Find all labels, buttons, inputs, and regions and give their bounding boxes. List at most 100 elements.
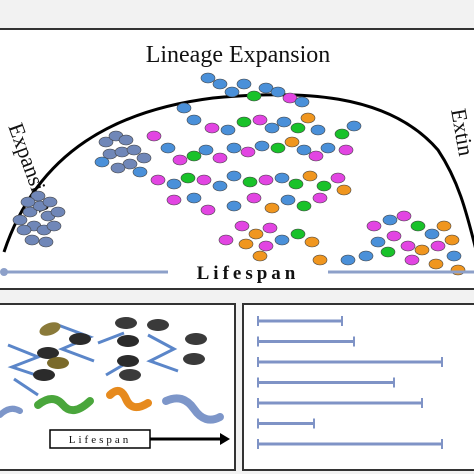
lineage-dot	[236, 78, 252, 90]
diagram-title: Lineage Expansion	[146, 42, 331, 68]
lineage-dot	[180, 172, 196, 184]
lineage-dot	[444, 234, 460, 246]
lineage-dot	[246, 90, 262, 102]
lineage-dot	[366, 220, 382, 232]
lineage-dot	[226, 170, 242, 182]
lifespan-small-label: Lifespan	[69, 434, 131, 446]
lineage-dot	[226, 200, 242, 212]
lineage-dot	[424, 228, 440, 240]
lineage-dot	[414, 244, 430, 256]
lineage-dot	[42, 196, 58, 208]
lineage-dot	[160, 142, 176, 154]
worm-squiggle-green	[34, 395, 94, 415]
lineage-dot	[150, 174, 166, 186]
lineage-dot	[358, 250, 374, 262]
lineage-dot	[220, 124, 236, 136]
lineage-dot	[176, 102, 192, 114]
lineage-dot	[258, 240, 274, 252]
lineage-dot	[98, 136, 114, 148]
lineage-dot	[446, 250, 462, 262]
lineage-dot	[166, 194, 182, 206]
worm-icon	[115, 317, 137, 329]
lineage-dot	[430, 240, 446, 252]
lineage-dot	[258, 174, 274, 186]
lineage-dot	[136, 152, 152, 164]
lineage-dot	[200, 72, 216, 84]
lineage-dot	[252, 250, 268, 262]
worm-icon	[37, 347, 59, 359]
lineage-dot	[252, 114, 268, 126]
lineage-dot	[274, 172, 290, 184]
lineage-dot	[284, 136, 300, 148]
lineage-dot	[304, 236, 320, 248]
lifespan-bar	[257, 439, 443, 449]
lineage-dot	[290, 228, 306, 240]
lifespan-arrowhead	[220, 433, 230, 445]
lineage-dot	[264, 122, 280, 134]
worm-icon	[185, 333, 207, 345]
lineage-dot	[428, 258, 444, 270]
worm-icon	[119, 369, 141, 381]
lineage-dot	[94, 156, 110, 168]
lineage-dot	[302, 170, 318, 182]
lineage-dot	[204, 122, 220, 134]
lineage-dot	[312, 192, 328, 204]
worm-icon	[33, 369, 55, 381]
lineage-dot	[166, 178, 182, 190]
lineage-dot	[334, 128, 350, 140]
worm-icon	[47, 357, 69, 369]
lifespan-axis-start	[0, 268, 8, 276]
lineage-dot	[404, 254, 420, 266]
lineage-dot	[282, 92, 298, 104]
lineage-dot	[346, 120, 362, 132]
lineage-dot	[386, 230, 402, 242]
lineage-dot	[172, 154, 188, 166]
lineage-dot	[274, 234, 290, 246]
lineage-dot	[234, 220, 250, 232]
lineage-dot	[212, 78, 228, 90]
lineage-dot	[226, 142, 242, 154]
lineage-dot	[380, 246, 396, 258]
lineage-dot	[132, 166, 148, 178]
lineage-dot	[46, 220, 62, 232]
lineage-illustration-panel: Lifespan	[0, 303, 236, 471]
worm-icons	[33, 317, 207, 381]
lineage-dot	[38, 236, 54, 248]
lineage-dot	[248, 228, 264, 240]
worm-icon	[147, 319, 169, 331]
lineage-dot	[410, 220, 426, 232]
lineage-dot	[224, 86, 240, 98]
lineage-dot	[264, 202, 280, 214]
lineage-dot	[330, 172, 346, 184]
worm-icon	[69, 333, 91, 345]
lineage-dot	[270, 142, 286, 154]
lineage-dot	[240, 146, 256, 158]
lineage-dot	[340, 254, 356, 266]
lineage-dot	[212, 180, 228, 192]
lineage-dot	[50, 206, 66, 218]
branching-arrows	[7, 323, 179, 397]
lineage-dot	[280, 194, 296, 206]
lineage-dot	[290, 122, 306, 134]
lineage-dot	[198, 144, 214, 156]
lifespan-bar	[257, 398, 423, 408]
lineage-dot	[20, 196, 36, 208]
lineage-dot	[300, 112, 316, 124]
lineage-dot	[296, 200, 312, 212]
lineage-dot	[308, 150, 324, 162]
lineage-diagram: Lineage Expansion Expansion Extin Lifesp…	[0, 42, 474, 284]
worm-squiggle-blue	[162, 394, 224, 424]
lifespan-bar	[257, 357, 443, 367]
lineage-dot	[238, 238, 254, 250]
lineage-dot	[24, 234, 40, 246]
lineage-dot	[254, 140, 270, 152]
lineage-dot	[270, 86, 286, 98]
lineage-dot	[258, 82, 274, 94]
lineage-dot	[186, 192, 202, 204]
lineage-dot	[312, 254, 328, 266]
lineage-dot	[336, 184, 352, 196]
worm-icon	[117, 335, 139, 347]
lineage-expansion-panel: Lineage Expansion Expansion Extin Lifesp…	[0, 28, 474, 290]
lineage-dot	[12, 214, 28, 226]
lineage-dots	[12, 72, 466, 276]
